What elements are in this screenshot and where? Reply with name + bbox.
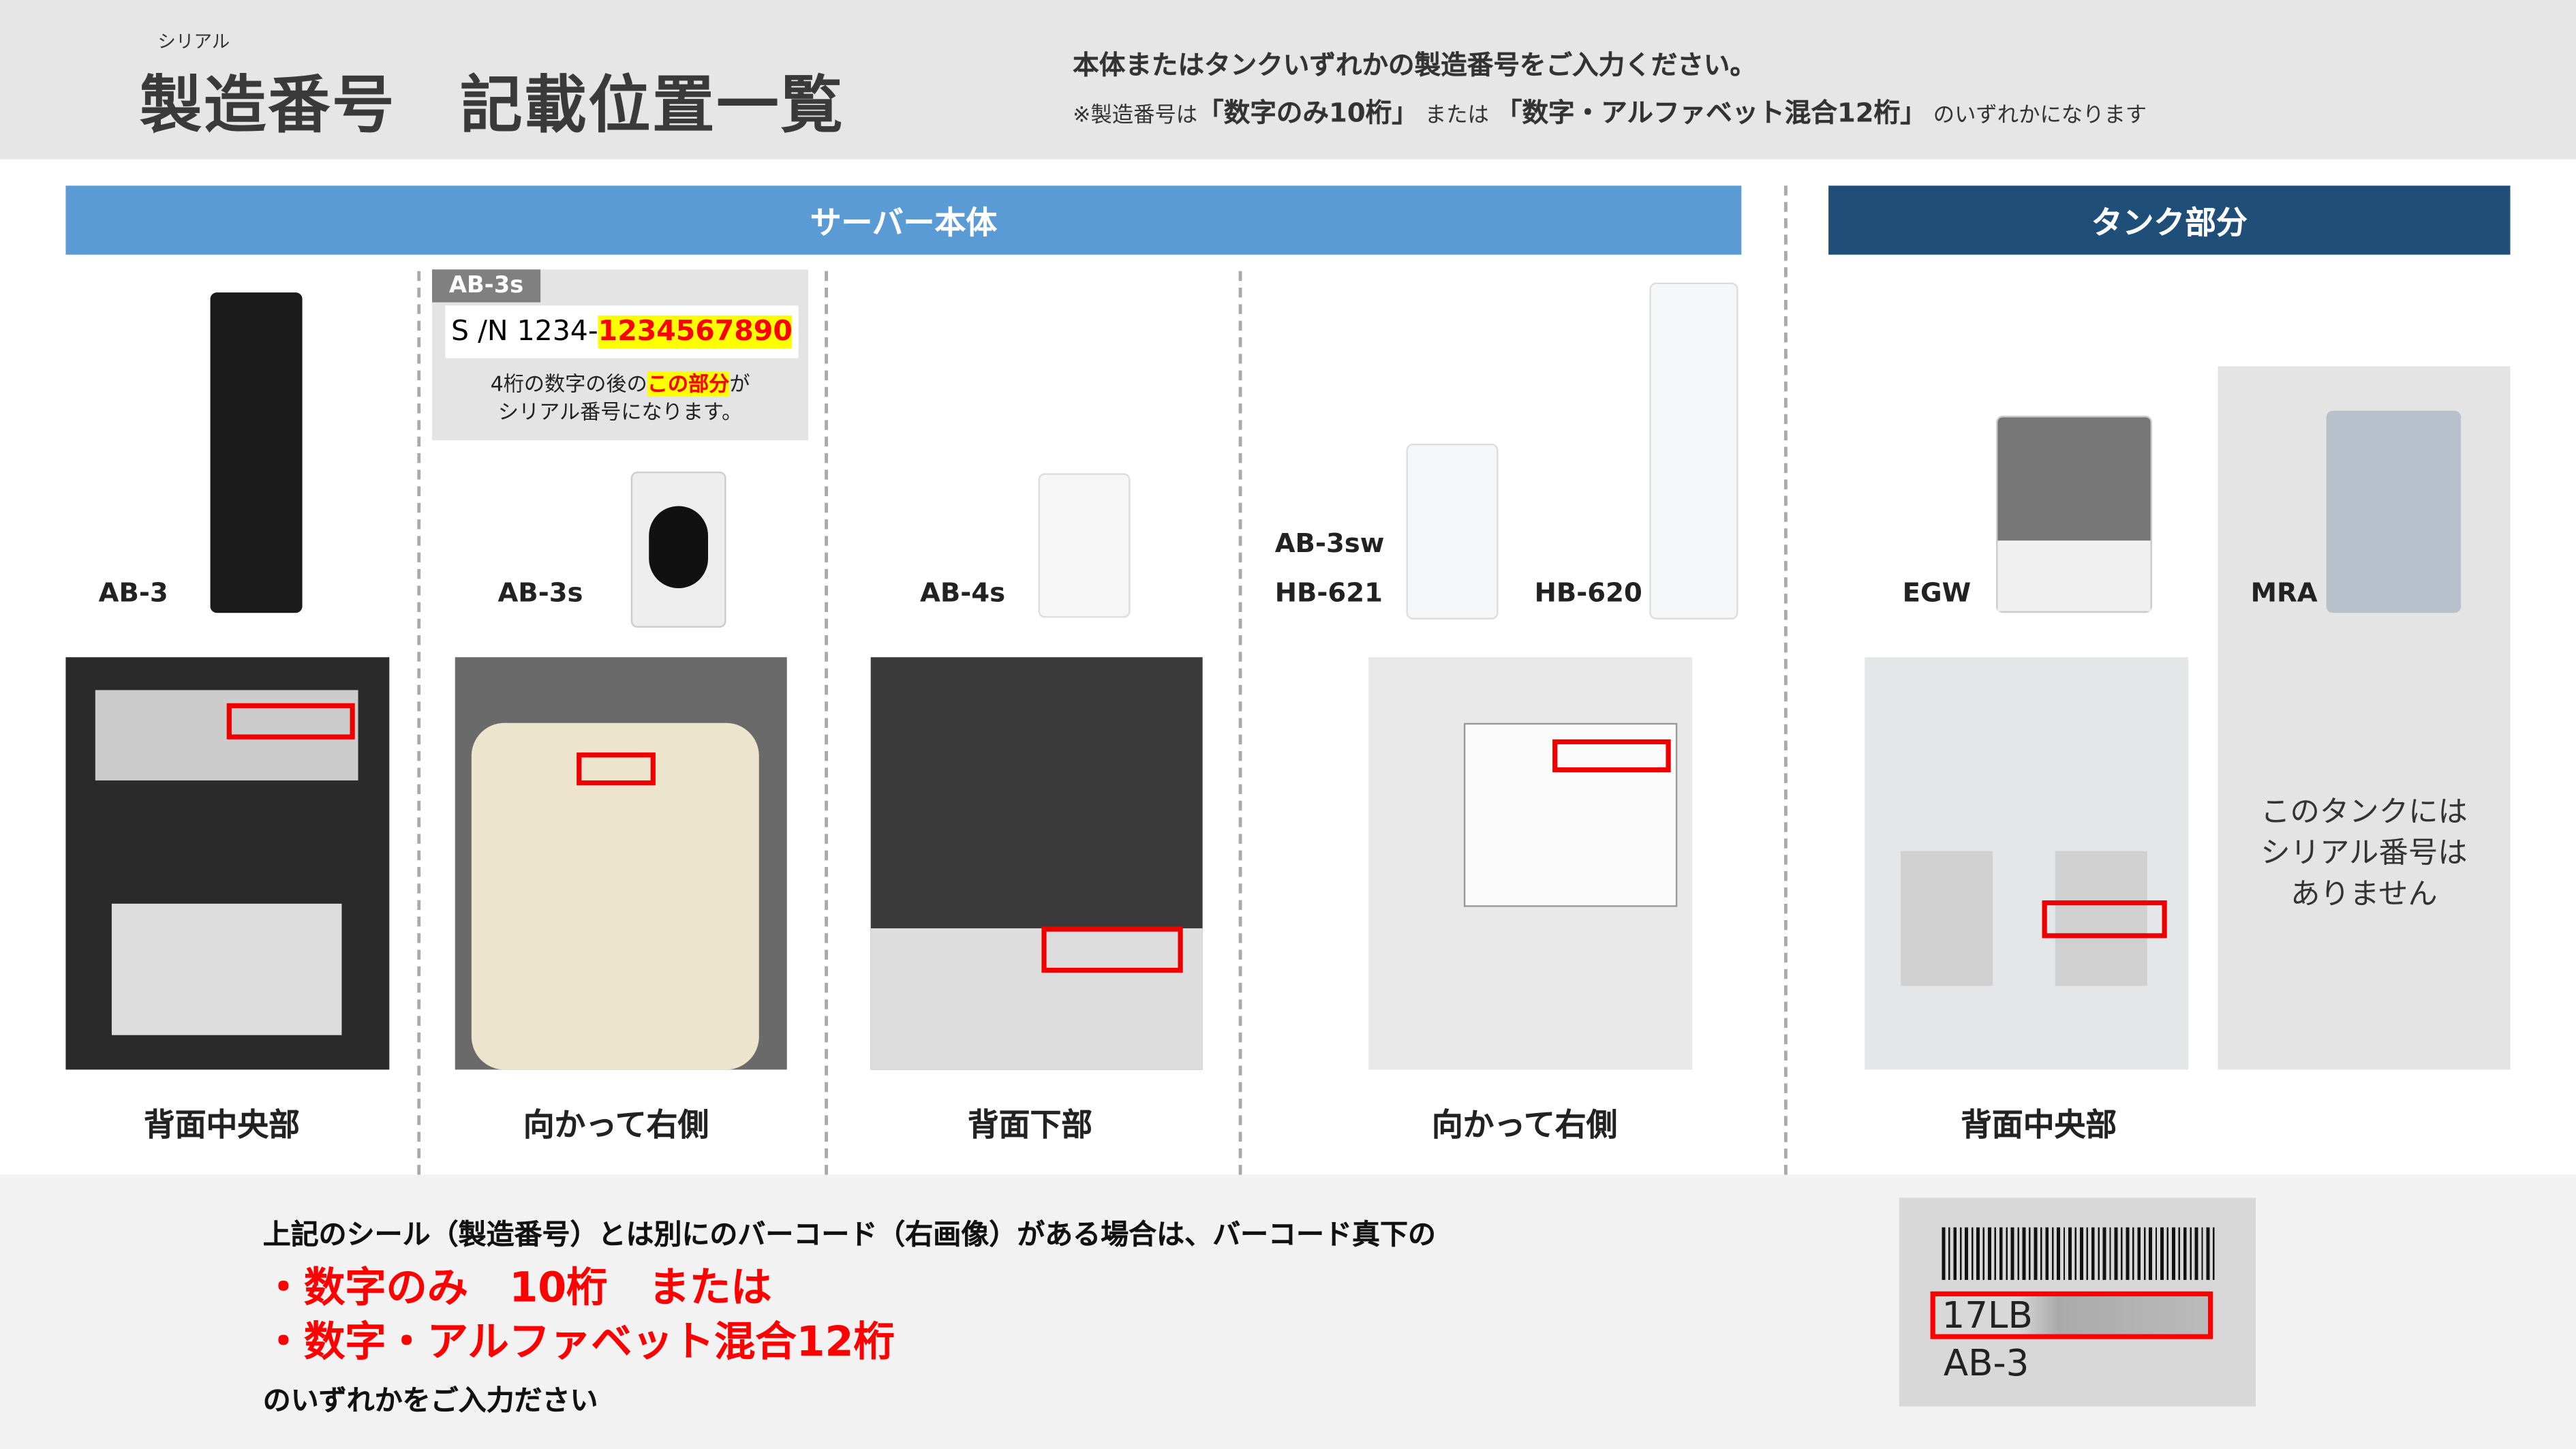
model-label: AB-4s	[919, 577, 1006, 608]
desc-text: シリアル番号になります。	[497, 399, 743, 424]
barcode-option-1: ・数字のみ 10桁 または	[262, 1263, 772, 1311]
divider	[825, 271, 828, 1175]
barcode-serial-text: 17LB	[1942, 1296, 2033, 1338]
instruction-text: 本体またはタンクいずれかの製造番号をご入力ください。	[1073, 49, 1757, 81]
ab3s-product-image	[630, 471, 726, 628]
note-mid: または	[1424, 103, 1489, 129]
serial-description: 4桁の数字の後のこの部分がシリアル番号になります。	[432, 369, 808, 425]
location-caption: 背面中央部	[1961, 1107, 2117, 1144]
desc-text: 4桁の数字の後の	[490, 371, 647, 396]
hb620-product-image	[1649, 282, 1738, 620]
serial-example-callout: AB-3s S /N 1234-1234567890 4桁の数字の後のこの部分が…	[432, 269, 809, 441]
ab3-label-photo	[65, 657, 390, 1070]
location-caption: 背面下部	[967, 1107, 1093, 1144]
desc-highlight: この部分	[647, 371, 730, 396]
barcode-highlight-box: 17LB	[1930, 1291, 2213, 1339]
divider	[1238, 271, 1242, 1175]
barcode-instruction: 上記のシール（製造番号）とは別にのバーコード（右画像）がある場合は、バーコード真…	[262, 1219, 1436, 1252]
desc-text: が	[729, 371, 750, 396]
page-title: 製造番号 記載位置一覧	[139, 69, 845, 142]
ab4s-label-photo	[870, 657, 1203, 1070]
model-label: AB-3	[98, 577, 168, 608]
title-ruby: シリアル	[157, 31, 230, 53]
mra-product-image	[2326, 410, 2462, 613]
ab3s-label-photo	[455, 657, 787, 1070]
barcode-bars	[1942, 1227, 2218, 1280]
model-label: HB-620	[1534, 577, 1642, 608]
model-label: HB-621	[1274, 577, 1383, 608]
hb-label-photo	[1368, 657, 1693, 1070]
mra-no-serial-note: このタンクには シリアル番号は ありません	[2260, 795, 2468, 912]
note-suffix: のいずれかになります	[1933, 103, 2147, 129]
barcode-photo: 17LB AB-3	[1899, 1198, 2256, 1407]
format-note: ※製造番号は「数字のみ10桁」 または 「数字・アルファベット混合12桁」 のい…	[1073, 91, 2147, 130]
serial-prefix: S /N 1234-	[451, 315, 598, 349]
model-label: EGW	[1902, 577, 1972, 608]
model-label: MRA	[2250, 577, 2318, 608]
note-prefix: ※製造番号は	[1073, 103, 1198, 129]
hb621-product-image	[1406, 443, 1499, 620]
tank-section-header: タンク部分	[1828, 185, 2511, 255]
location-caption: 背面中央部	[143, 1107, 300, 1144]
note-option-1: 「数字のみ10桁」	[1197, 97, 1418, 129]
serial-example: S /N 1234-1234567890	[445, 305, 799, 359]
barcode-instruction-end: のいずれかをご入力ださい	[262, 1385, 598, 1418]
model-label: AB-3s	[497, 577, 583, 608]
header	[0, 0, 2576, 159]
note-option-2: 「数字・アルファベット混合12桁」	[1495, 97, 1927, 129]
location-caption: 向かって右側	[523, 1107, 709, 1144]
location-caption: 向かって右側	[1431, 1107, 1618, 1144]
ab4s-product-image	[1038, 473, 1131, 618]
barcode-model-text: AB-3	[1943, 1343, 2029, 1386]
ab3-product-image	[210, 292, 303, 613]
egw-product-image	[1996, 415, 2153, 613]
divider	[1784, 185, 1788, 1175]
server-section-header: サーバー本体	[65, 185, 1742, 255]
barcode-option-2: ・数字・アルファベット混合12桁	[262, 1317, 895, 1366]
egw-label-photo	[1865, 657, 2189, 1070]
model-label: AB-3sw	[1274, 527, 1385, 559]
divider	[417, 271, 421, 1175]
serial-highlight: 1234567890	[598, 315, 793, 349]
callout-model-tag: AB-3s	[432, 269, 541, 303]
